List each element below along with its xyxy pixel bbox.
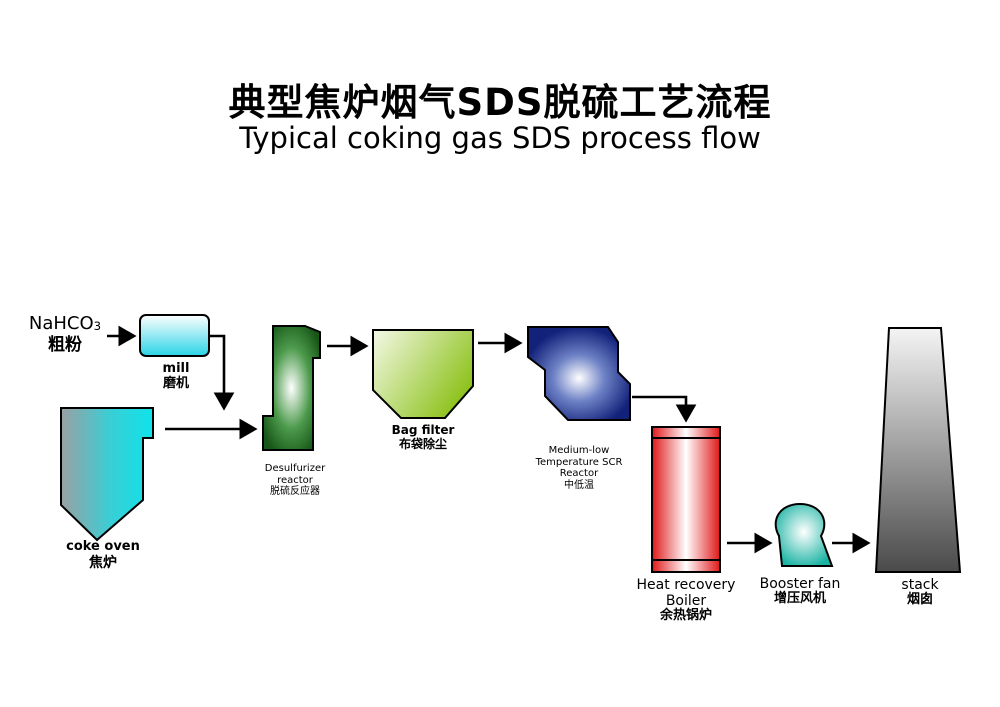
label-nahco3: NaHCO3 粗粉 bbox=[20, 313, 110, 355]
bag-filter-shape bbox=[372, 329, 474, 419]
mill-english: mill bbox=[162, 361, 190, 376]
scr-english-2: Temperature SCR bbox=[535, 456, 623, 468]
coke-oven-chinese: 焦炉 bbox=[89, 554, 117, 571]
boiler-english-2: Boiler bbox=[665, 593, 707, 610]
label-desulfurizer: Desulfurizer reactor 脱硫反应器 bbox=[245, 463, 345, 498]
mill-chinese: 磨机 bbox=[162, 375, 189, 391]
booster-fan-chinese: 增压风机 bbox=[773, 591, 826, 607]
label-scr-reactor: Medium-low Temperature SCR Reactor 中低温 bbox=[524, 445, 634, 491]
booster-fan-shape bbox=[774, 502, 834, 567]
desulfurizer-english-1: Desulfurizer bbox=[264, 463, 326, 474]
arrow-mill-to-reactor bbox=[210, 334, 235, 411]
boiler-chinese: 余热锅炉 bbox=[659, 608, 712, 624]
scr-english-3: Reactor bbox=[559, 468, 599, 479]
label-stack: stack 烟囱 bbox=[880, 577, 960, 608]
stack-chinese: 烟囱 bbox=[906, 592, 933, 608]
label-mill: mill 磨机 bbox=[146, 361, 206, 392]
nahco3-chinese: 粗粉 bbox=[48, 334, 82, 355]
stack-english: stack bbox=[901, 577, 939, 593]
booster-fan-english: Booster fan bbox=[759, 576, 841, 592]
title-english: Typical coking gas SDS process flow bbox=[239, 121, 761, 155]
nahco3-subscript: 3 bbox=[93, 318, 102, 333]
label-bag-filter: Bag filter 布袋除尘 bbox=[370, 423, 476, 452]
scr-reactor-shape bbox=[527, 326, 631, 421]
nahco3-formula: NaHCO bbox=[28, 313, 94, 334]
label-booster-fan: Booster fan 增压风机 bbox=[750, 576, 850, 607]
scr-english-1: Medium-low bbox=[548, 445, 610, 456]
coke-oven-english: coke oven bbox=[66, 539, 140, 554]
stack-shape bbox=[874, 327, 962, 573]
boiler-shape bbox=[651, 426, 721, 573]
flow-arrows bbox=[107, 325, 871, 554]
label-coke-oven: coke oven 焦炉 bbox=[48, 539, 158, 571]
title-chinese: 典型焦炉烟气SDS脱硫工艺流程 bbox=[228, 81, 772, 124]
mill-shape bbox=[139, 314, 210, 357]
coke-oven-shape bbox=[60, 407, 154, 542]
label-boiler: Heat recovery Boiler 余热锅炉 bbox=[628, 577, 744, 624]
bag-filter-english: Bag filter bbox=[391, 423, 455, 437]
bag-filter-chinese: 布袋除尘 bbox=[398, 436, 447, 451]
desulfurizer-english-2: reactor bbox=[277, 474, 313, 486]
boiler-english-1: Heat recovery bbox=[636, 577, 736, 593]
desulfurizer-shape bbox=[262, 325, 321, 451]
scr-chinese: 中低温 bbox=[564, 479, 594, 491]
arrow-scr-to-boiler bbox=[632, 395, 697, 423]
desulfurizer-chinese: 脱硫反应器 bbox=[270, 486, 320, 497]
